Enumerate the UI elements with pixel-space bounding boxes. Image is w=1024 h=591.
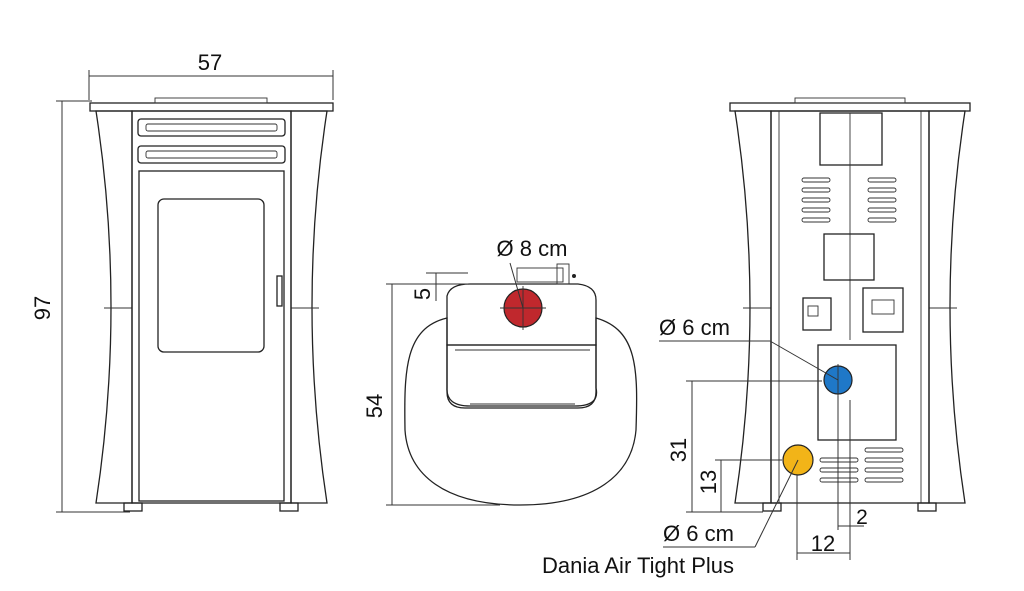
height-label: 97 — [30, 296, 55, 320]
back-top-plate — [729, 102, 971, 112]
back-right-foot — [917, 502, 937, 512]
door-handle — [276, 275, 283, 307]
offset-label: 5 — [410, 288, 435, 300]
back-left-side-panel — [734, 110, 772, 504]
top-plate — [89, 102, 334, 112]
upper-height-label: 31 — [666, 438, 691, 462]
door-glass — [157, 198, 265, 353]
width-label: 57 — [198, 50, 222, 75]
top-grille-2 — [137, 145, 286, 164]
stove-body — [131, 110, 292, 504]
flue-diameter-label: Ø 8 cm — [497, 236, 568, 261]
upper-vent-slots — [801, 177, 897, 223]
front-view: 57 97 — [30, 50, 334, 513]
upper-pipe-diameter-label: Ø 6 cm — [659, 315, 730, 340]
back-right-side-panel — [928, 110, 966, 504]
depth-label: 54 — [362, 394, 387, 418]
door — [138, 170, 285, 502]
model-name: Dania Air Tight Plus — [542, 553, 734, 578]
back-view: Ø 6 cm 31 13 Ø 6 cm 12 2 Dania Air Tight… — [542, 97, 971, 578]
back-left-foot — [762, 502, 782, 512]
lower-pipe-diameter-label: Ø 6 cm — [663, 521, 734, 546]
electrical-panel — [802, 297, 832, 331]
horizontal-label: 12 — [811, 531, 835, 556]
lower-vent-slots — [819, 447, 904, 483]
back-access-plate — [823, 233, 875, 281]
side-plate — [862, 287, 904, 333]
right-side-panel — [290, 110, 328, 504]
top-view-upper-section — [446, 283, 597, 346]
right-foot — [279, 502, 299, 512]
lower-height-label: 13 — [696, 470, 721, 494]
left-foot — [123, 502, 143, 512]
top-view-outline — [404, 317, 638, 506]
top-grille-1 — [137, 118, 286, 137]
back-flue-box — [819, 112, 883, 166]
small-offset-label: 2 — [856, 506, 868, 529]
lower-panel — [817, 344, 897, 441]
left-side-panel — [95, 110, 133, 504]
top-view: Ø 8 cm 5 54 — [362, 236, 638, 506]
